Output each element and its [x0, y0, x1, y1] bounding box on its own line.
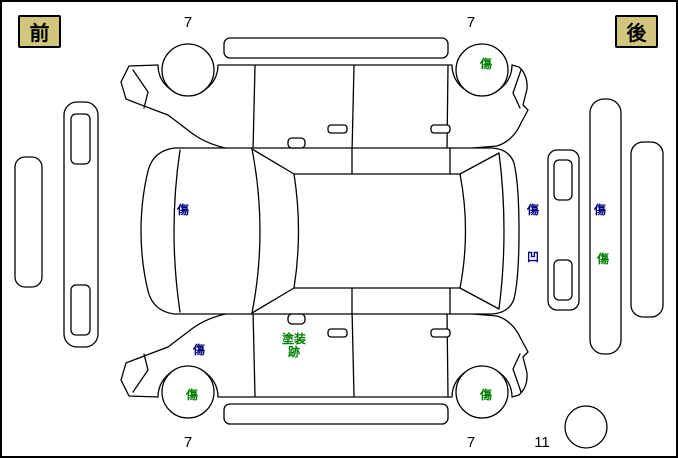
rear-bumper-panel: [589, 98, 622, 355]
damage-marker-left-door: 傷: [176, 203, 189, 217]
headlight-left: [70, 113, 91, 165]
tire-value-spare: 11: [534, 434, 550, 451]
damage-marker-rear-bumper-2: 傷: [596, 252, 609, 266]
rear-direction-label: 後: [626, 23, 647, 45]
front-face-panel: [63, 101, 99, 348]
door-handle: [327, 124, 348, 134]
c-pillar-right: [459, 287, 500, 310]
door-mirror-right: [287, 313, 306, 325]
door-mirror-left: [287, 137, 306, 149]
wheel-rear-left: [161, 365, 215, 419]
damage-marker-rear-left-wheel: 傷: [185, 388, 198, 402]
wheel-rear-right: [455, 365, 509, 419]
door-seam: [446, 65, 449, 151]
plan-view: [140, 137, 520, 325]
headlight-right: [70, 284, 91, 336]
front-direction-label: 前: [29, 23, 50, 45]
front-direction-box: 前: [18, 15, 61, 48]
rear-face-panel: [547, 149, 580, 311]
right-side-sill-strip: [223, 403, 449, 425]
door-seam: [351, 65, 355, 154]
taillight-left: [553, 159, 573, 201]
spare-tire: [564, 405, 608, 449]
taillight-right: [553, 259, 573, 301]
damage-marker-rear-right-wheel: 傷: [479, 388, 492, 402]
tire-value-front-left: 7: [183, 14, 193, 31]
windshield-base: [251, 148, 261, 314]
rear-lower-bumper-panel: [630, 141, 664, 318]
damage-marker-rear-bumper-1: 傷: [593, 203, 606, 217]
damage-marker-rear-gate-dent: 凹: [526, 250, 539, 264]
door-handle: [430, 124, 451, 134]
door-seam: [252, 65, 256, 152]
front-bumper-panel: [14, 156, 43, 288]
left-side-sill-strip: [223, 37, 449, 59]
c-pillar-left: [459, 152, 500, 175]
damage-marker-right-door: 傷: [192, 343, 205, 357]
a-pillar-left: [251, 148, 295, 175]
hood-seam: [173, 149, 181, 313]
damage-marker-front-right-wheel: 傷: [479, 57, 492, 71]
a-pillar-right: [251, 287, 295, 314]
wheel-front-left: [161, 43, 215, 97]
damage-marker-rear-gate: 傷: [526, 203, 539, 217]
side-view-top: [120, 64, 529, 154]
front-fender-crease: [132, 69, 149, 109]
rear-glass-base: [498, 152, 505, 310]
tire-value-front-right: 7: [466, 14, 476, 31]
damage-marker-paint-trace: 塗装跡: [281, 332, 306, 359]
rear-fender-crease: [512, 69, 522, 109]
wheel-front-right: [455, 43, 509, 97]
tire-value-rear-left: 7: [183, 434, 193, 451]
tire-value-rear-right: 7: [466, 434, 476, 451]
rear-direction-box: 後: [615, 15, 658, 48]
